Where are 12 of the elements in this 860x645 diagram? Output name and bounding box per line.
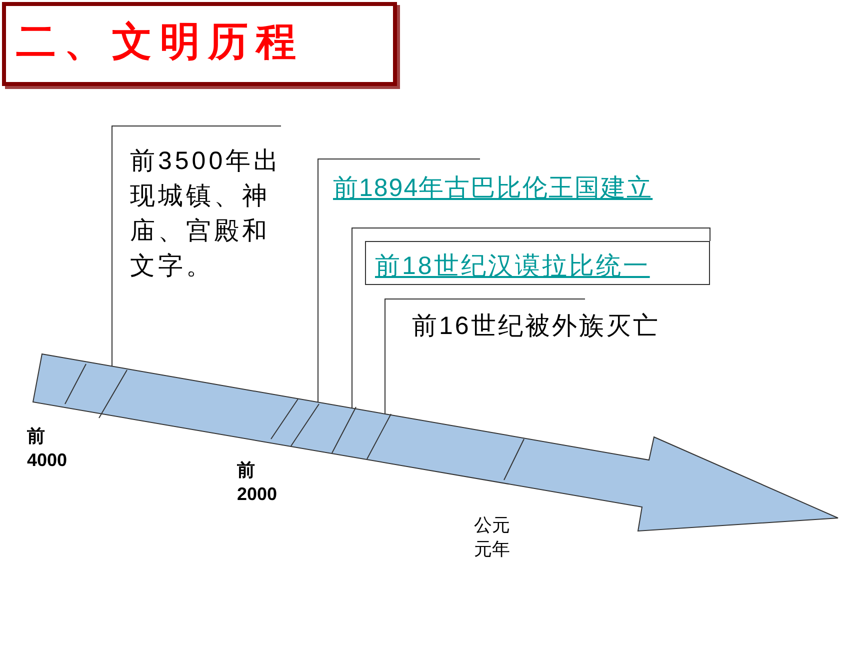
event-box: 前18世纪汉谟拉比统一 [365, 241, 710, 285]
date-label: 公元元年 [474, 514, 511, 561]
event-link-text: 前1894年古巴比伦王国建立 [318, 159, 653, 204]
leader-line [352, 228, 710, 409]
leader-line [318, 158, 480, 403]
title: 二、文明历程 [16, 18, 304, 67]
date-label: 前4000 [27, 425, 68, 472]
leader-line [112, 126, 282, 367]
event-text: 前3500年出现城镇、神庙、宫殿和文字。 [112, 126, 288, 284]
event-text: 前16世纪被外族灭亡 [385, 299, 710, 342]
date-label: 前2000 [237, 459, 278, 506]
leader-line [384, 298, 586, 414]
